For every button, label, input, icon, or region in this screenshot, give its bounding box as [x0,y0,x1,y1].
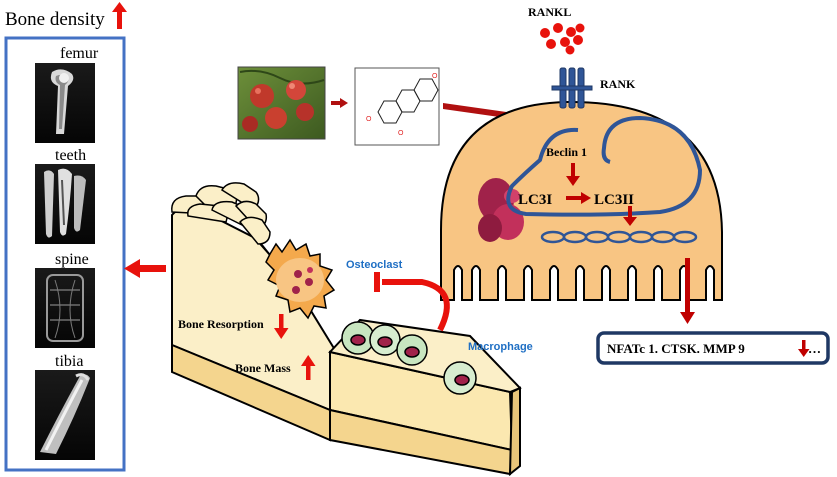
bone-resorption-down-arrow-icon [274,314,289,339]
autophagosome-membrane [506,115,703,217]
tibia-xray-image [35,370,95,460]
inhibition-curved-arrow-icon [374,272,450,332]
rankl-ligand-dots [540,23,585,55]
marker-genes-down-arrow-icon [798,340,810,357]
lc3-conversion-arrow-icon [566,192,591,204]
bone-resorption-label: Bone Resorption [178,317,264,331]
bone-label-femur: femur [60,45,99,62]
bone-density-up-arrow-icon [112,2,127,29]
effect-to-bone-arrow-icon [124,259,166,278]
bone-density-title: Bone density [5,9,105,30]
lc3ii-label: LC3II [594,192,634,208]
beclin-down-arrow-icon [566,163,580,186]
macrophage-label: Macrophage [468,341,533,353]
photo-to-molecule-arrow-icon [331,98,348,108]
marker-genes-box: NFATc 1. CTSK. MMP 9 … [596,331,830,365]
rank-receptor-icon [551,67,593,109]
bone-remodeling-illustration: Osteoclast Macrophage Bone Resorption Bo… [170,182,533,477]
marker-genes-text: NFATc 1. CTSK. MMP 9 [607,341,745,356]
urolithin-molecule-image: O O O [354,67,440,146]
lc3-chain-icon [540,230,698,244]
macrophage-cells-icon [341,321,477,395]
bone-lining-cells [171,182,271,245]
bone-label-spine: spine [55,251,89,268]
osteoclast-cell-diagram: RANKL RANK Beclin 1 [440,5,723,324]
osteoclast-on-bone-icon [265,238,336,320]
marker-genes-ellipsis: … [808,341,821,356]
bone-label-tibia: tibia [55,353,83,370]
osteoclast-label: Osteoclast [346,259,403,271]
bone-mass-label: Bone Mass [235,361,291,375]
beclin-label: Beclin 1 [546,145,587,159]
teeth-xray-image [35,164,95,244]
svg-text:O: O [366,116,372,123]
pomegranate-photo [237,66,326,140]
spine-xray-image [35,268,95,348]
svg-text:O: O [432,73,438,80]
bone-density-panel: Bone density femur teeth spine [4,2,127,472]
bone-mass-up-arrow-icon [301,355,316,380]
lc3ii-down-arrow-icon [623,206,637,226]
rankl-label: RANKL [528,5,571,19]
svg-text:O: O [398,130,404,137]
femur-xray-image [35,63,95,143]
rank-label: RANK [600,77,636,91]
cell-to-markers-arrow-icon [680,258,695,324]
lc3i-label: LC3I [518,192,552,208]
bone-label-teeth: teeth [55,147,86,164]
bone-images-frame [4,36,126,472]
